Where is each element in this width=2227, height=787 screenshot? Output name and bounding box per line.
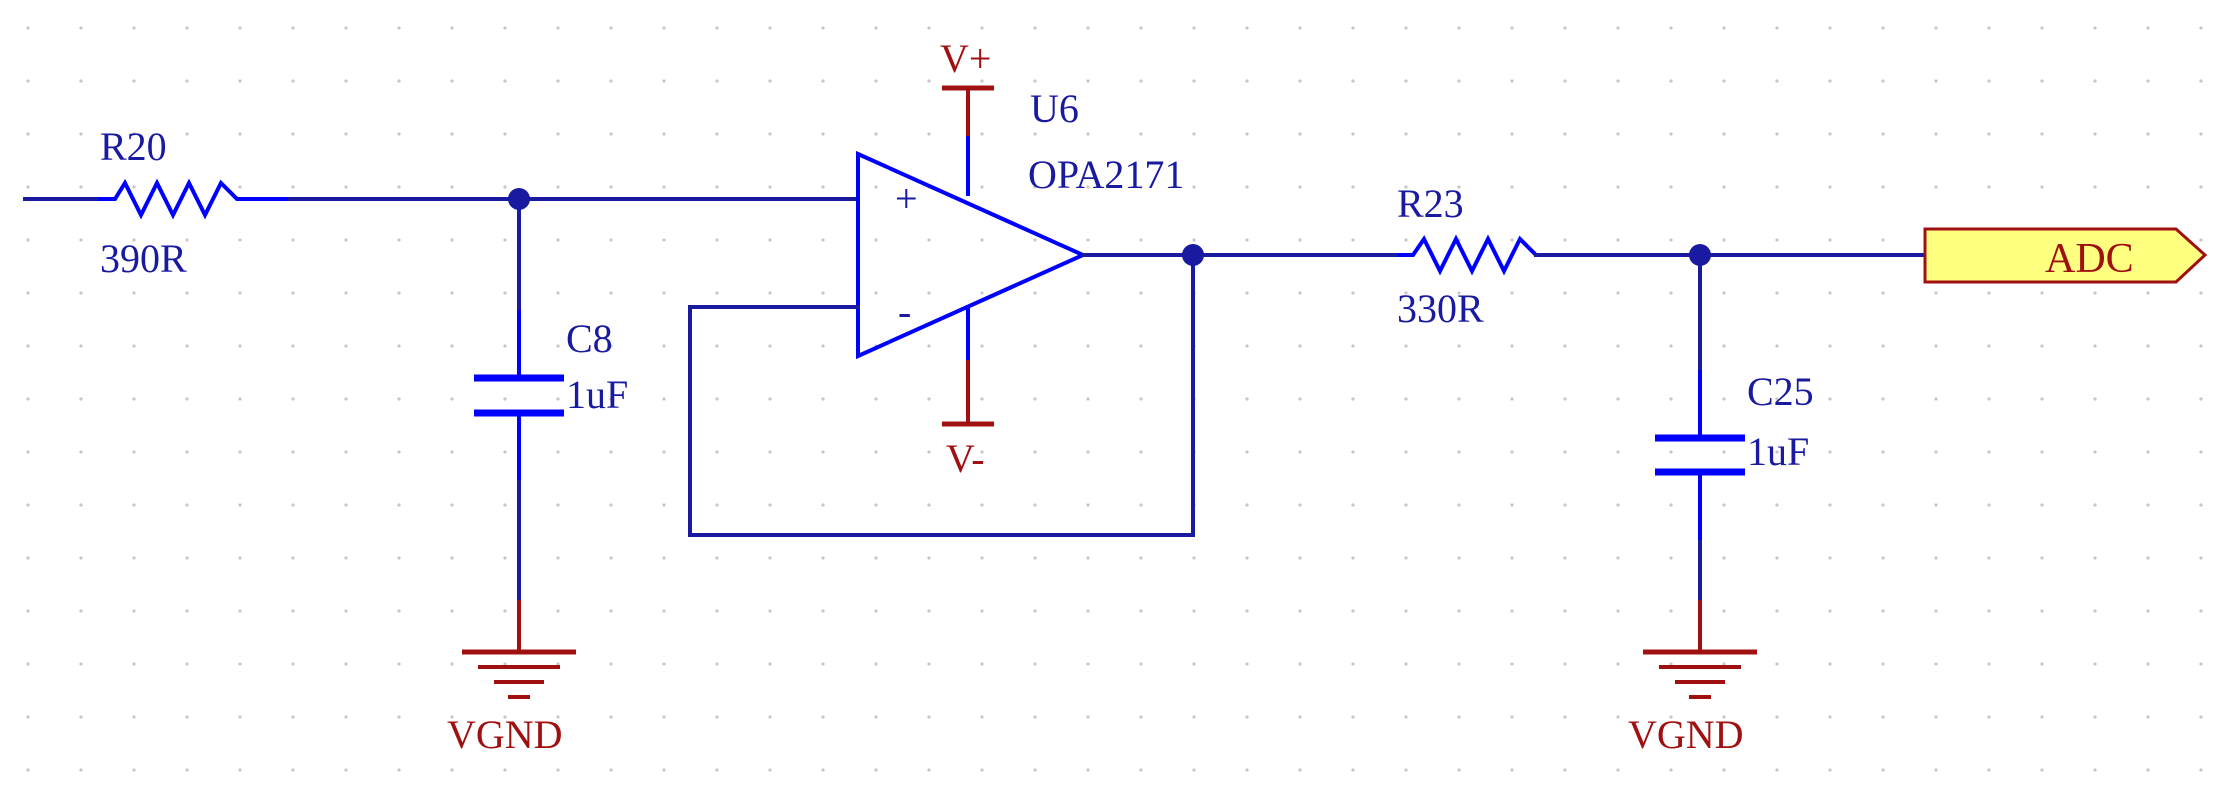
u6-value: OPA2171 <box>1028 152 1184 197</box>
opamp-minus-sign: - <box>898 289 911 334</box>
c25-value: 1uF <box>1747 429 1809 474</box>
capacitor-c8 <box>474 310 564 480</box>
junction-output <box>1182 244 1204 266</box>
vminus-supply <box>942 305 994 427</box>
opamp-u6 <box>856 150 1088 360</box>
c25-ref: C25 <box>1747 369 1814 414</box>
opamp-plus-sign: + <box>895 176 918 221</box>
r20-ref: R20 <box>100 124 167 169</box>
resistor-r20 <box>98 178 292 220</box>
vminus-label: V- <box>946 436 985 481</box>
grid-dots <box>26 26 2203 772</box>
vplus-label: V+ <box>940 36 991 81</box>
adc-port[interactable]: ADC <box>1923 227 2208 284</box>
gnd-right-label: VGND <box>1628 712 1744 757</box>
r20-value: 390R <box>100 236 187 281</box>
ground-symbol-left <box>462 600 576 699</box>
c8-ref: C8 <box>566 316 613 361</box>
u6-ref: U6 <box>1030 86 1079 131</box>
feedback-wire <box>688 253 1195 537</box>
adc-port-label: ADC <box>2045 236 2134 282</box>
vplus-supply <box>942 85 994 196</box>
ground-symbol-right <box>1643 600 1757 699</box>
gnd-left-label: VGND <box>447 712 563 757</box>
r23-value: 330R <box>1397 286 1484 331</box>
c8-value: 1uF <box>566 372 628 417</box>
resistor-r23 <box>1398 234 1592 276</box>
capacitor-c25 <box>1655 370 1745 540</box>
r23-ref: R23 <box>1397 181 1464 226</box>
